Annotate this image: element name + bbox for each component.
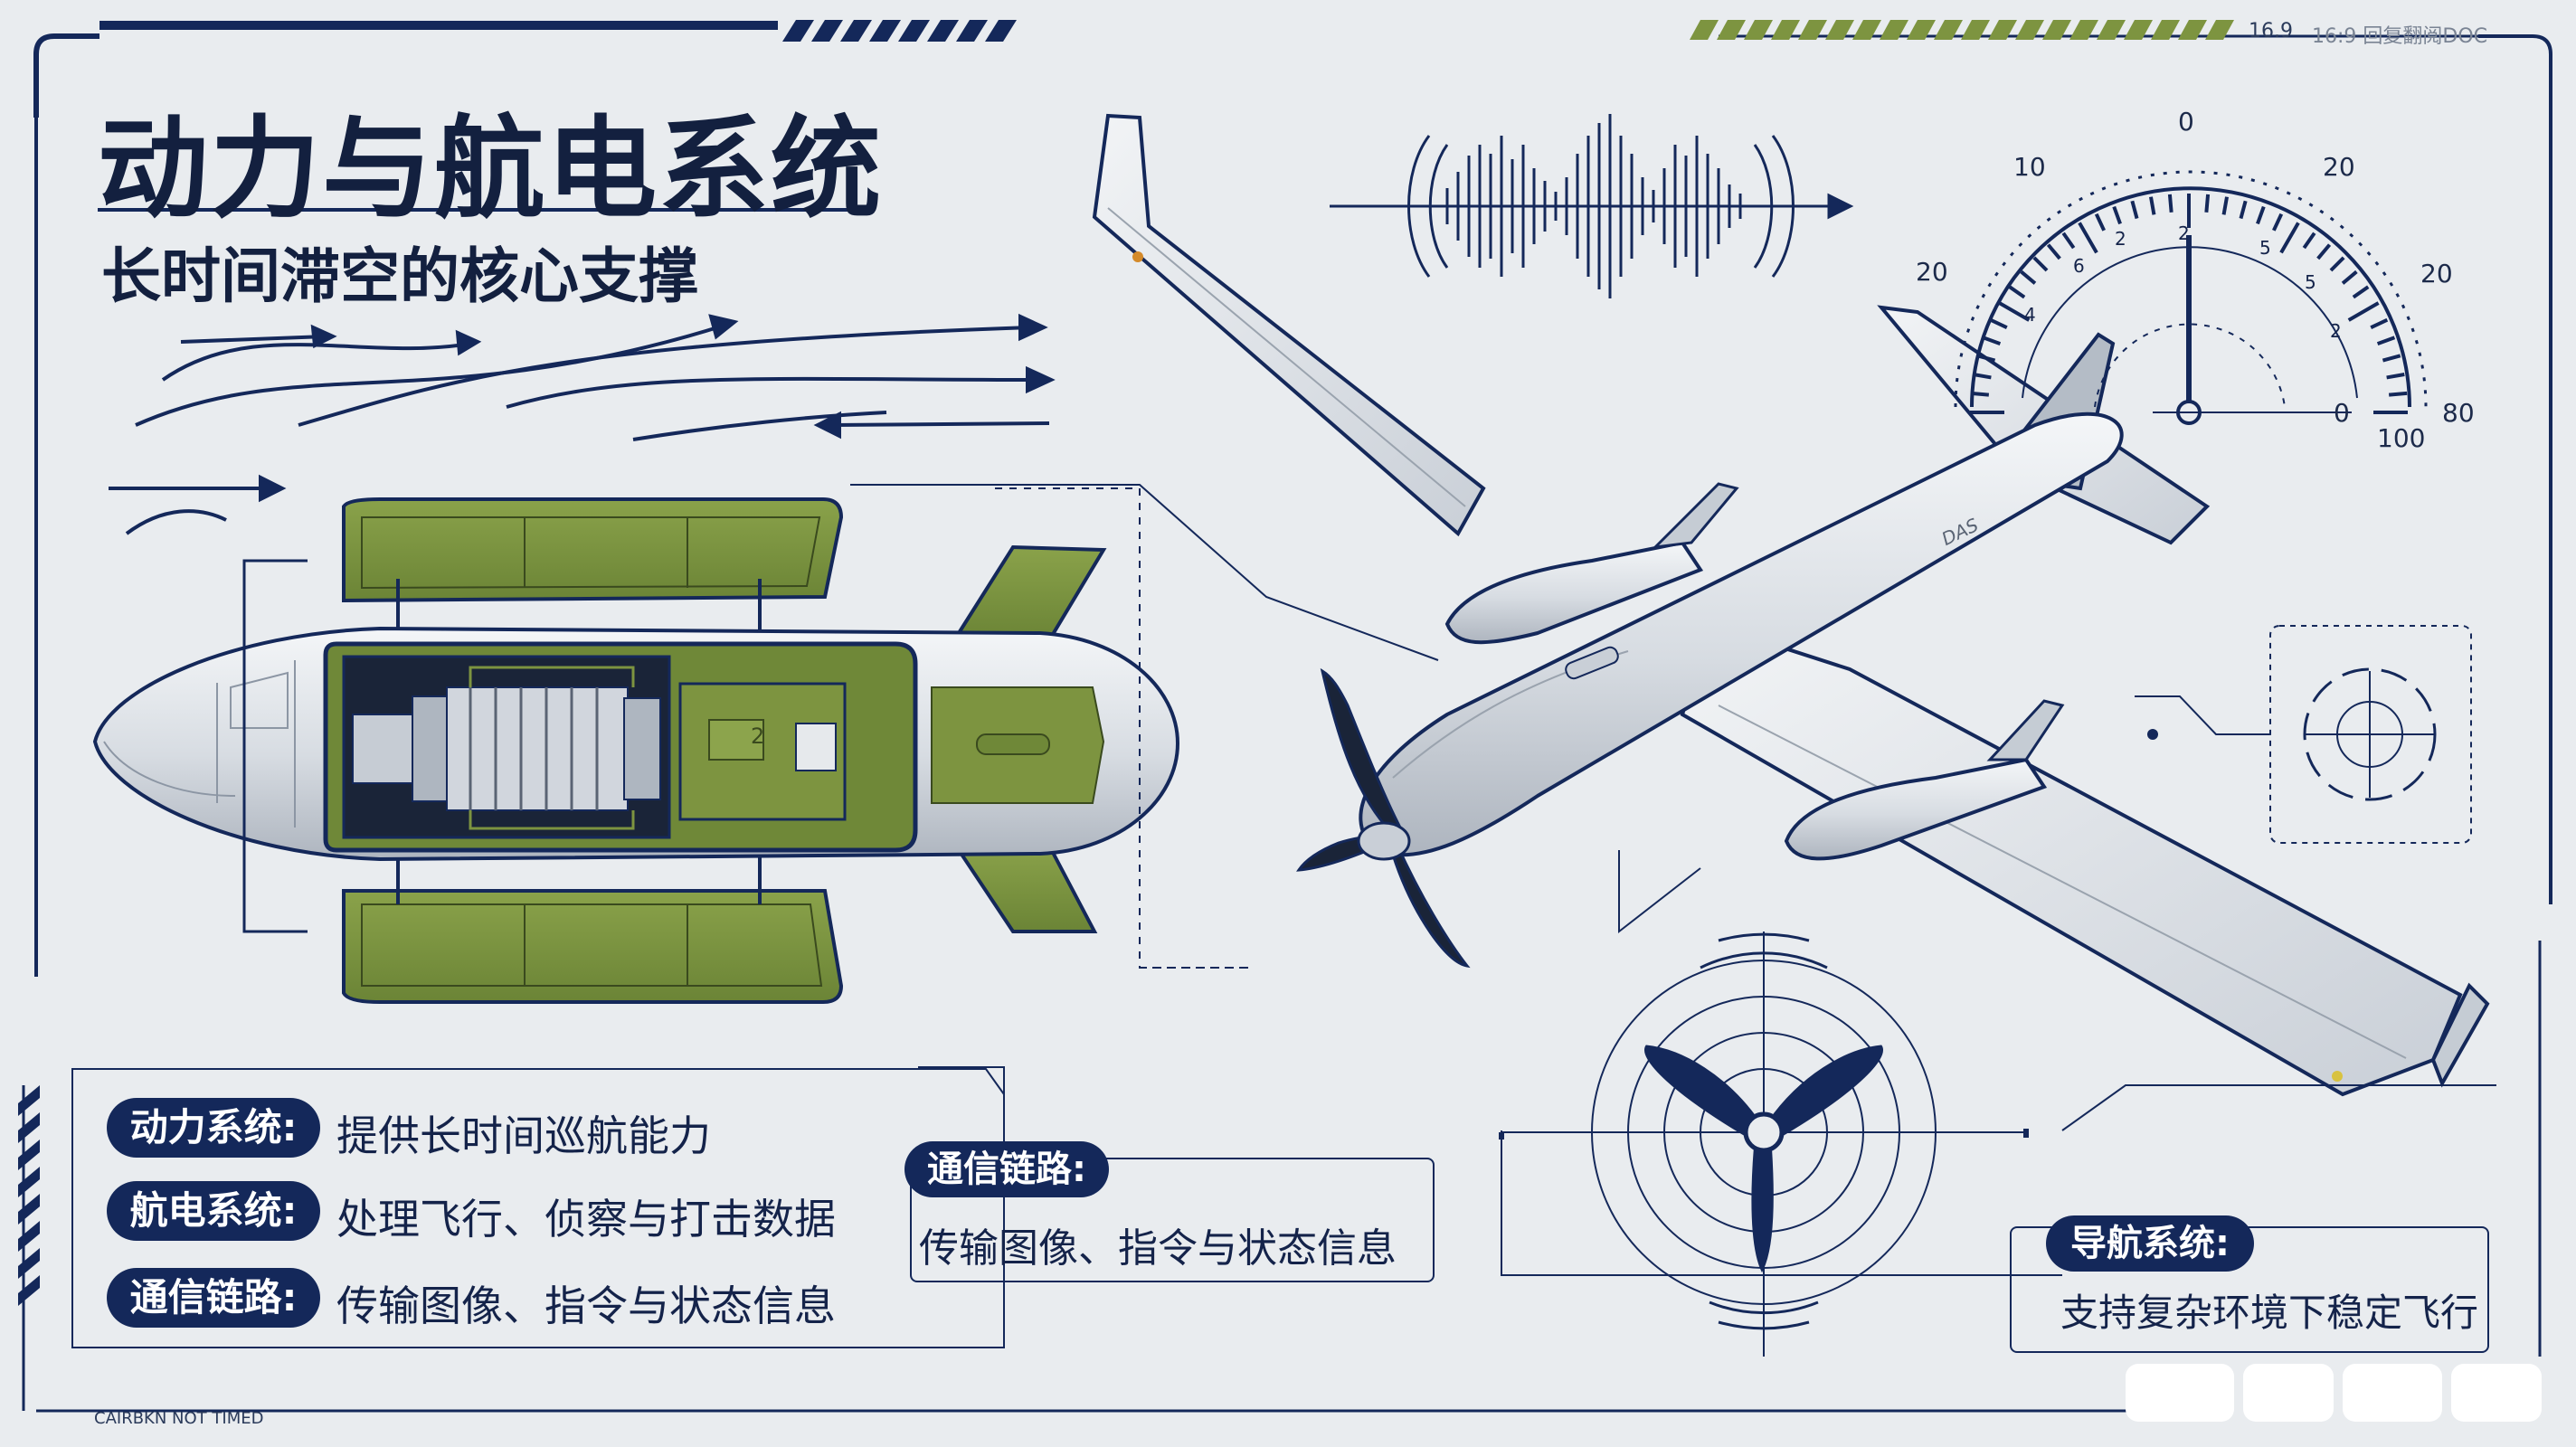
gauge-tick-mark xyxy=(2256,205,2266,225)
gauge-tick-mark xyxy=(1976,354,1996,363)
gauge-inner-label: 5 xyxy=(2305,271,2316,293)
cutaway-pod xyxy=(92,487,1248,1004)
gauge-inner-label: 2 xyxy=(2115,228,2126,250)
gauge-tick-mark xyxy=(1970,391,1990,397)
watermark-block xyxy=(2343,1364,2442,1422)
nav-callout-box xyxy=(2010,1226,2489,1353)
gauge-tick-mark xyxy=(2167,194,2174,213)
comm-callout-label: 通信链路: xyxy=(904,1141,1109,1197)
gauge-tick-mark xyxy=(2302,232,2316,250)
gauge-tick-mark xyxy=(1982,336,2002,345)
comm-callout-text: 传输图像、指令与状态信息 xyxy=(919,1225,1397,1272)
gauge-tick-mark xyxy=(1998,301,2031,322)
info-text-power: 提供长时间巡航能力 xyxy=(336,1111,711,1160)
gauge-tick-label: 10 xyxy=(2013,152,2046,182)
comm-callout-box xyxy=(910,1158,1435,1282)
speed-gauge xyxy=(1954,170,2428,425)
gauge-tick-label: 0 xyxy=(2178,107,2194,137)
gauge-inner-label: 4 xyxy=(2024,304,2036,326)
nav-callout-label: 导航系统: xyxy=(2046,1215,2254,1272)
left-side-stripes xyxy=(18,1085,40,1306)
info-label-power: 动力系统: xyxy=(107,1098,320,1158)
gauge-tick-label: 20 xyxy=(1916,257,1948,287)
gauge-inner-label: 2 xyxy=(2178,222,2190,244)
aircraft-illustration xyxy=(1092,113,2490,1097)
rotor-radar xyxy=(1499,932,2029,1357)
gauge-tick-label: 20 xyxy=(2323,152,2355,182)
gauge-tick-mark xyxy=(2316,243,2332,260)
gauge-tick-mark xyxy=(2347,301,2380,322)
gauge-tick-mark xyxy=(2221,196,2229,215)
gauge-tick-mark xyxy=(2204,194,2211,213)
gauge-tick-mark xyxy=(2370,317,2389,329)
info-label-comm: 通信链路: xyxy=(107,1268,320,1328)
gauge-tick-label: 80 xyxy=(2442,398,2475,428)
info-label-avionics: 航电系统: xyxy=(107,1181,320,1241)
info-text-comm: 传输图像、指令与状态信息 xyxy=(336,1281,836,1330)
gauge-tick-mark xyxy=(2130,200,2139,220)
gauge-tick-mark xyxy=(2341,270,2358,285)
page-title: 动力与航电系统 xyxy=(98,105,883,233)
gauge-tick-mark xyxy=(2352,285,2370,299)
gauge-inner-label: 2 xyxy=(2330,320,2342,342)
gauge-tick-mark xyxy=(2032,256,2049,272)
gauge-tick-mark xyxy=(2329,256,2345,272)
gauge-tick-mark xyxy=(2272,213,2284,232)
top-stripes-navy xyxy=(782,20,1017,42)
gauge-tick-mark xyxy=(2112,205,2122,225)
aspect-label-primary: 16.9 xyxy=(2249,20,2293,43)
gauge-tick-mark xyxy=(2279,222,2300,254)
gauge-tick-mark xyxy=(2078,222,2098,254)
gauge-tick-mark xyxy=(2046,243,2061,260)
gauge-tick-mark xyxy=(2239,200,2248,220)
signal-waveform xyxy=(1330,114,1854,298)
gauge-tick-label: 20 xyxy=(2420,259,2453,288)
info-panel-frame xyxy=(71,1068,1005,1348)
engine-panel-label: 2 xyxy=(751,724,765,749)
target-reticle xyxy=(2135,625,2472,844)
gauge-tick-mark xyxy=(2008,285,2026,299)
gauge-tick-mark xyxy=(2388,391,2408,397)
gauge-tick-label: 0 xyxy=(2334,398,2350,428)
info-text-avionics: 处理飞行、侦察与打击数据 xyxy=(336,1195,836,1244)
watermark-block xyxy=(2451,1364,2542,1422)
page-subtitle: 长时间滞空的核心支撑 xyxy=(101,241,698,311)
gauge-tick-mark xyxy=(2382,354,2401,363)
gauge-tick-mark xyxy=(2149,196,2156,215)
gauge-tick-label: 100 xyxy=(2377,423,2426,453)
gauge-inner-label: 5 xyxy=(2259,237,2271,259)
aspect-label-secondary: 16:9 回复翻阅DOC xyxy=(2312,25,2488,48)
gauge-tick-mark xyxy=(2376,336,2396,345)
airflow-arrows xyxy=(109,313,1056,535)
top-stripes-olive xyxy=(1690,20,2234,40)
nav-callout-text: 支持复杂环境下稳定飞行 xyxy=(2060,1291,2479,1335)
gauge-tick-mark xyxy=(1973,373,1992,380)
watermark-block xyxy=(2243,1364,2334,1422)
gauge-inner-label: 6 xyxy=(2073,255,2085,277)
gauge-tick-mark xyxy=(2061,232,2076,250)
gauge-tick-mark xyxy=(2386,373,2405,380)
gauge-tick-mark xyxy=(2020,270,2037,285)
gauge-tick-mark xyxy=(1989,317,2008,329)
gauge-tick-mark xyxy=(2094,213,2106,232)
footer-label: CAIRBKN NOT TIMED xyxy=(94,1409,264,1428)
watermark-block xyxy=(2126,1364,2234,1422)
